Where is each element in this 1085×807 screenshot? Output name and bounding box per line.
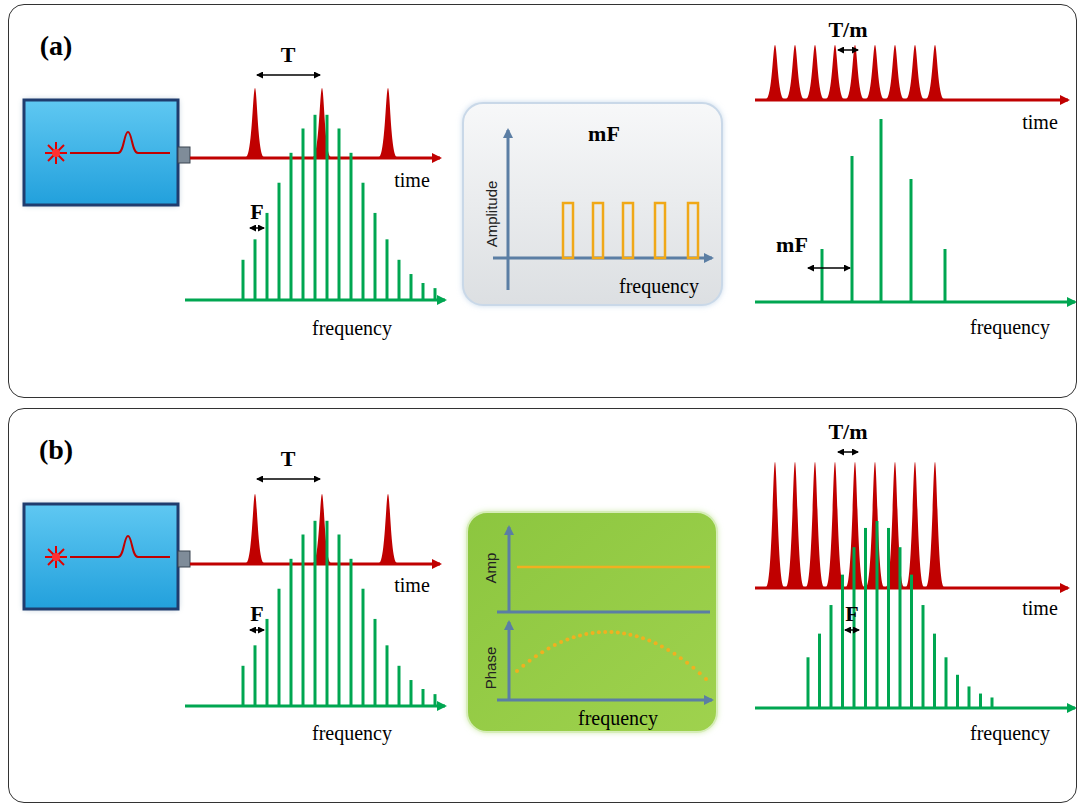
laser-source <box>24 504 190 609</box>
axis-label: frequency <box>312 318 392 338</box>
axis-label: time <box>394 170 430 190</box>
axis-label: frequency <box>970 723 1050 743</box>
filter-label: frequency <box>619 276 699 296</box>
amplitude-filter <box>463 103 722 305</box>
filter-label: frequency <box>578 708 658 728</box>
axis-label: time <box>1022 598 1058 618</box>
axis-label: Amplitude <box>484 181 499 248</box>
spacing-label: mF <box>776 234 808 256</box>
spacing-label: T/m <box>828 421 867 443</box>
filter-label: mF <box>588 123 620 145</box>
spacing-label: F <box>250 201 263 223</box>
panel: (b) AmpPhase frequency <box>8 408 1077 803</box>
axis-label: Amp <box>483 553 498 584</box>
spacing-label: T/m <box>828 19 867 41</box>
spacing-label: T <box>281 44 296 66</box>
spacing-label: F <box>250 603 263 625</box>
filter-box: AmpPhase frequency <box>468 513 718 733</box>
axis-label: frequency <box>312 723 392 743</box>
laser-source <box>24 100 190 205</box>
axis-label: time <box>394 575 430 595</box>
panel-tag: (b) <box>39 436 73 464</box>
panel-tag: (a) <box>40 32 73 60</box>
axis-label: Phase <box>483 647 498 690</box>
spacing-label: F <box>845 603 858 625</box>
spacing-label: T <box>281 448 296 470</box>
axis-label: frequency <box>970 317 1050 337</box>
axis-label: time <box>1022 112 1058 132</box>
panel: (a) Amplitude mF frequency <box>8 4 1077 398</box>
pulse-train <box>246 45 944 587</box>
filter-box: Amplitude mF frequency <box>464 104 723 306</box>
phase-filter <box>467 512 717 732</box>
